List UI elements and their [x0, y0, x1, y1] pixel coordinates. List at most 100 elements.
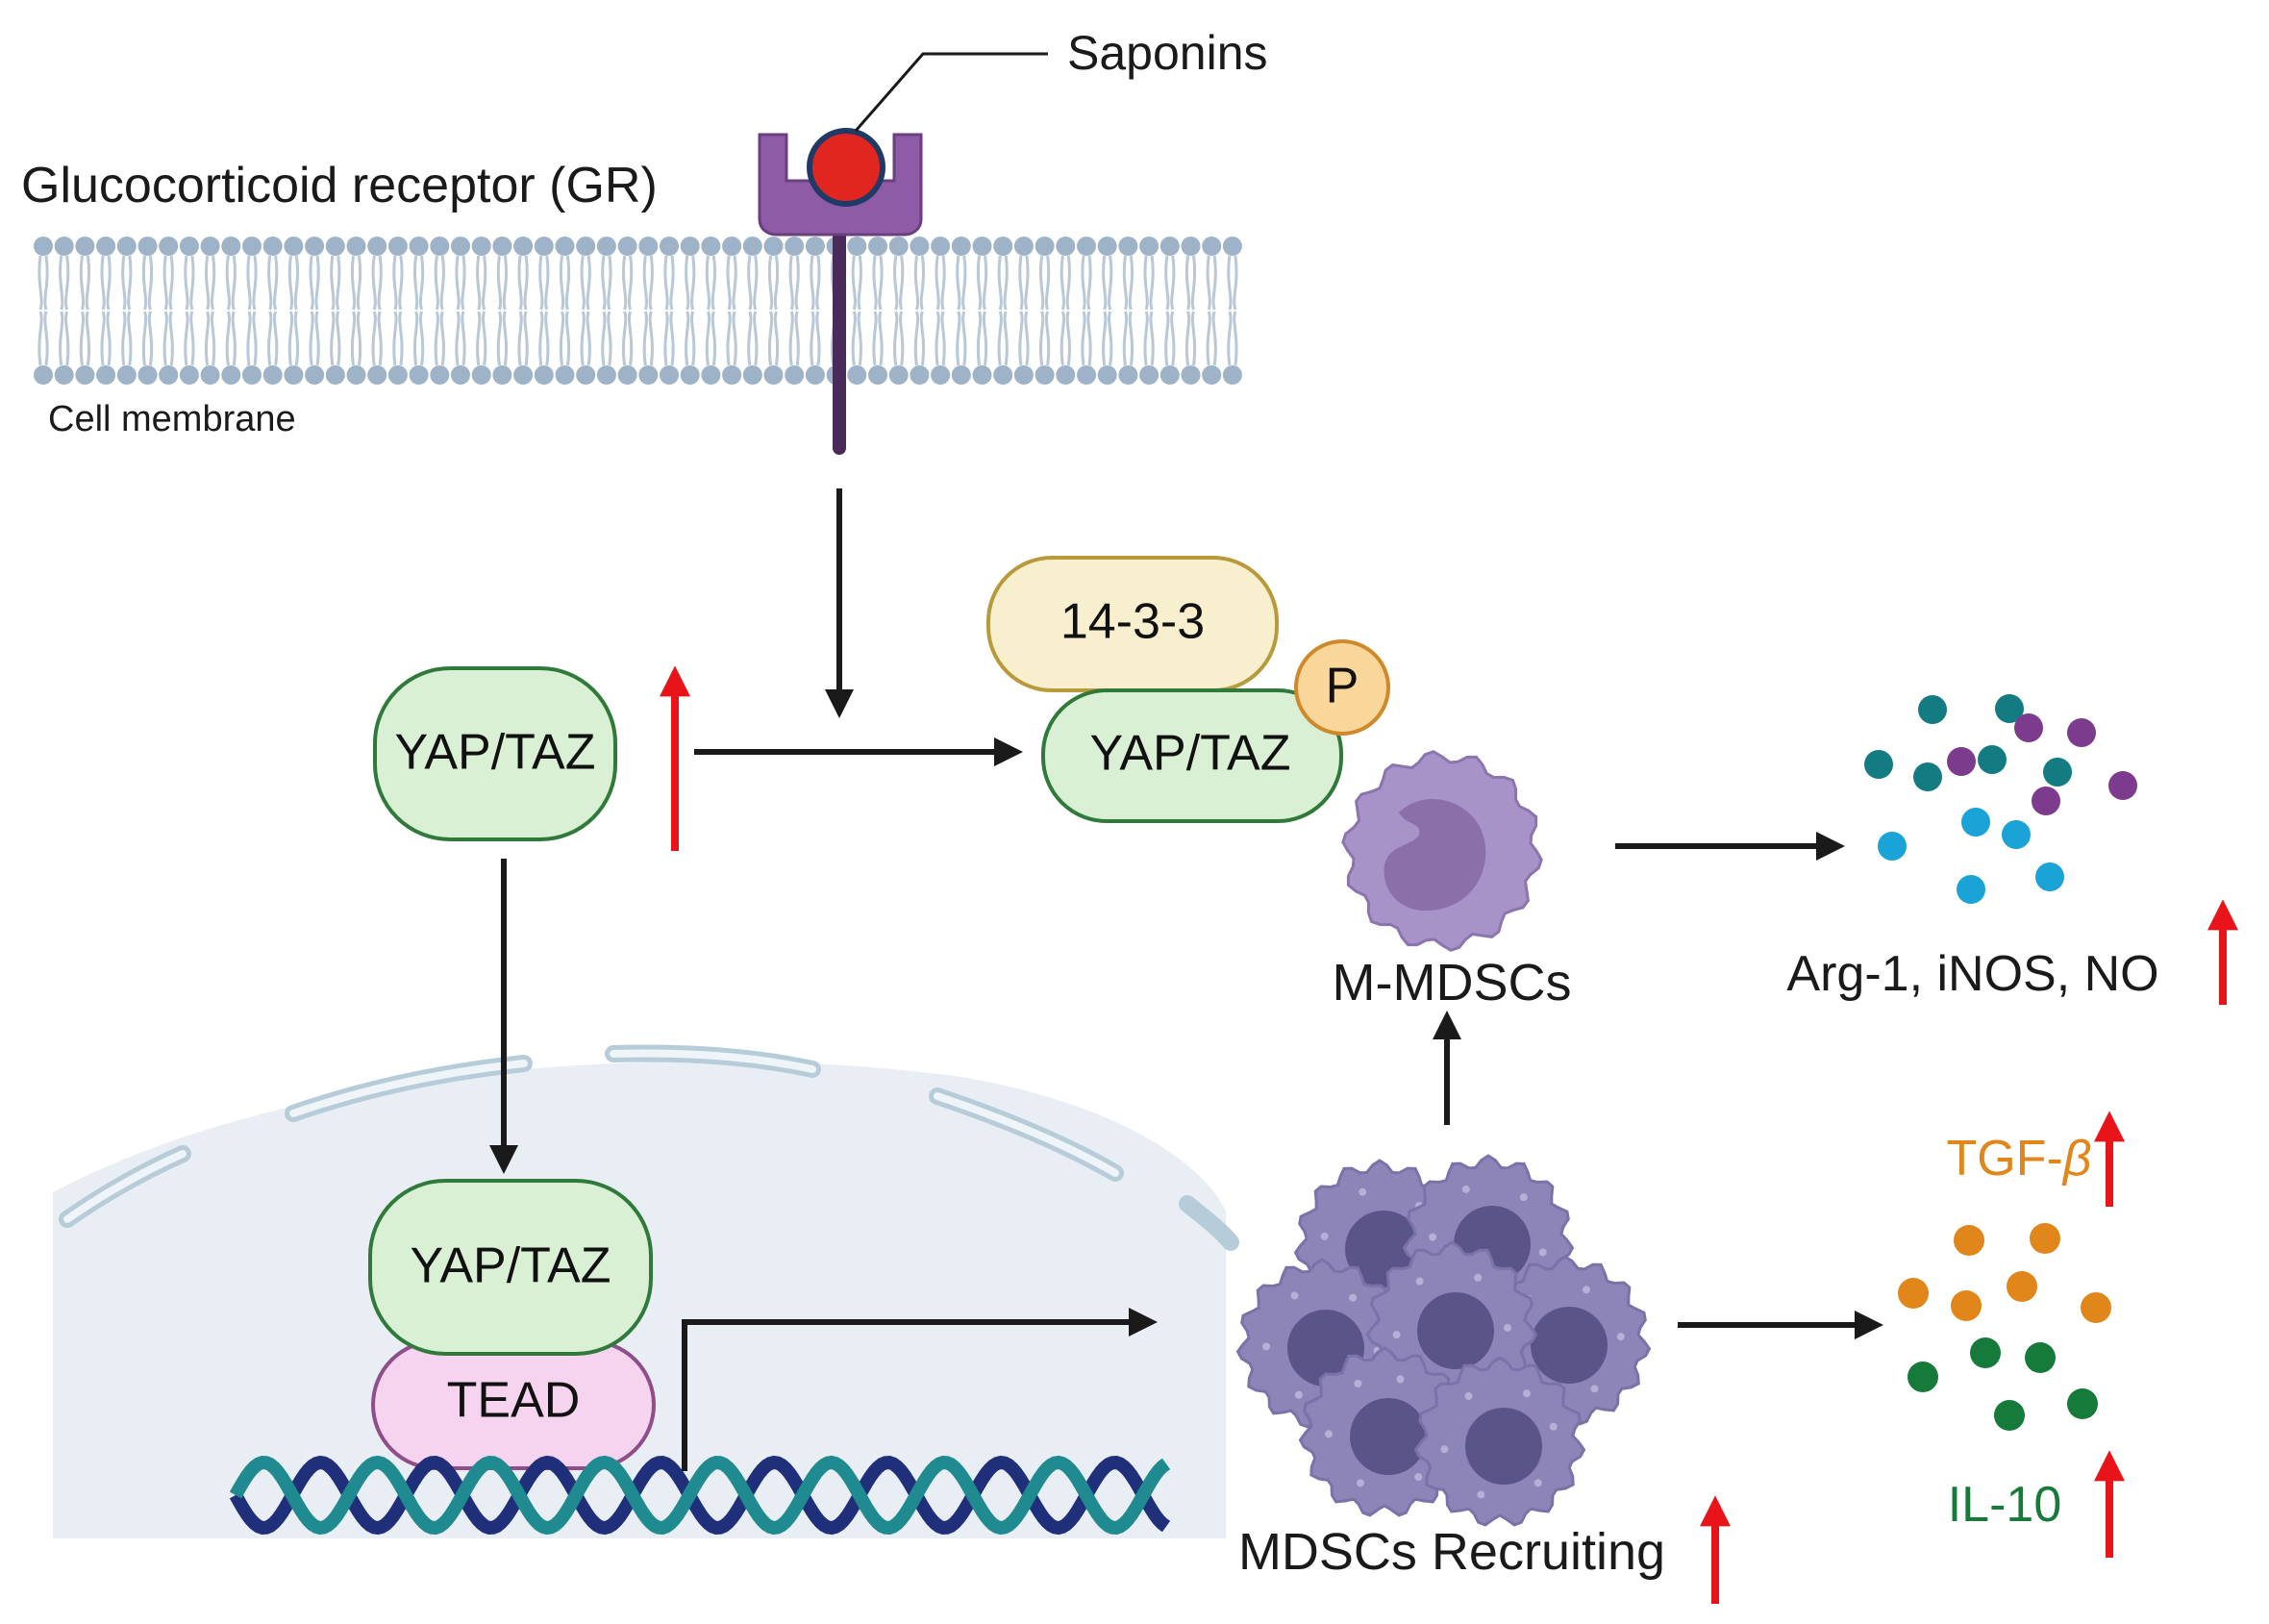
lipid-tail — [1102, 311, 1113, 366]
molecule-dot — [1918, 695, 1947, 724]
lipid-tail — [1081, 255, 1092, 311]
membrane-label: Cell membrane — [48, 399, 296, 439]
lipid-head — [868, 237, 887, 256]
lipid-head — [1056, 237, 1076, 256]
lipid-tail — [37, 311, 49, 366]
lipid-tail — [246, 255, 258, 311]
lipid-tail — [476, 255, 487, 311]
lipid-head — [284, 237, 304, 256]
pathway-arrows — [489, 488, 1883, 1471]
lipid-head — [513, 237, 534, 256]
yap-taz-phosphorylated: YAP/TAZ — [1041, 688, 1343, 823]
mdsc-granule — [1429, 1233, 1437, 1241]
lipid-tail — [538, 255, 550, 311]
lipid-head — [305, 365, 325, 385]
lipid-tail — [997, 255, 1009, 311]
lipid-head — [34, 237, 53, 256]
cell-membrane — [34, 237, 1242, 385]
lipid-tail — [141, 311, 154, 366]
molecule-dot — [1947, 747, 1976, 776]
mdsc-granule — [1290, 1291, 1299, 1300]
lipid-tail — [141, 255, 154, 311]
ligand-label: Saponins — [1067, 26, 1268, 80]
molecule-dot — [1978, 745, 2007, 774]
lipid-head — [1118, 365, 1138, 385]
lipid-head — [931, 365, 951, 385]
mdsc-recruit-label: MDSCs Recruiting — [1238, 1523, 1665, 1581]
lipid-head — [972, 365, 992, 385]
lipid-head — [54, 365, 74, 385]
lipid-tail — [976, 255, 988, 311]
lipid-head — [159, 237, 179, 256]
lipid-tail — [225, 255, 237, 311]
tgf-prefix: TGF- — [1946, 1131, 2062, 1187]
mdsc-cluster-icon — [1235, 1154, 1652, 1527]
molecule-dot — [1954, 1225, 1984, 1256]
mdsc-granule — [1320, 1232, 1329, 1240]
lipid-head — [576, 365, 596, 385]
lipid-head — [1013, 237, 1034, 256]
lipid-tail — [517, 311, 529, 366]
lipid-head — [409, 365, 429, 385]
mdsc-granule — [1477, 1490, 1485, 1499]
lipid-tail — [121, 311, 133, 366]
mdsc-granule — [1549, 1422, 1558, 1431]
mdsc-granule — [1474, 1273, 1483, 1282]
molecule-dot — [1995, 694, 2024, 723]
lipid-head — [492, 365, 512, 385]
lipid-head — [680, 237, 700, 256]
lipid-tail — [100, 255, 112, 311]
molecule-dot — [2032, 787, 2060, 815]
lipid-head — [742, 365, 762, 385]
lipid-head — [1035, 365, 1055, 385]
svg-text:14-3-3: 14-3-3 — [1060, 594, 1205, 650]
lipid-head — [1222, 237, 1242, 256]
lipid-tail — [1164, 311, 1176, 366]
lipid-head — [701, 237, 721, 256]
lipid-tail — [913, 255, 926, 311]
lipid-head — [1077, 237, 1096, 256]
molecule-dot — [2108, 771, 2137, 800]
molecule-dot — [2067, 718, 2096, 747]
arg-inos-no-label: Arg-1, iNOS, NO — [1786, 946, 2158, 1002]
mdsc-granule — [1523, 1389, 1532, 1398]
lipid-head — [888, 365, 909, 385]
lipid-tail — [601, 311, 612, 366]
lipid-tail — [705, 311, 717, 366]
lipid-tail — [893, 255, 905, 311]
lipid-tail — [496, 311, 509, 366]
molecule-dot — [1957, 875, 1985, 904]
lipid-tail — [412, 255, 425, 311]
lipid-tail — [726, 311, 737, 366]
lipid-head — [367, 237, 387, 256]
lipid-head — [262, 237, 283, 256]
lipid-head — [492, 237, 512, 256]
lipid-head — [367, 365, 387, 385]
lipid-tail — [642, 255, 654, 311]
mdsc-granule — [1359, 1187, 1367, 1196]
lipid-tail — [559, 311, 571, 366]
mdsc-nucleus — [1417, 1292, 1494, 1369]
lipid-head — [471, 365, 491, 385]
lipid-head — [451, 237, 470, 256]
lipid-head — [993, 365, 1013, 385]
mdsc-granule — [1349, 1293, 1358, 1302]
lipid-tail — [997, 311, 1009, 366]
lipid-head — [1035, 237, 1055, 256]
lipid-head — [159, 365, 179, 385]
mdsc-granule — [1414, 1473, 1423, 1482]
lipid-tail — [37, 255, 49, 311]
lipid-head — [701, 365, 721, 385]
molecule-dot — [1994, 1400, 2025, 1431]
lipid-tail — [1060, 311, 1071, 366]
m-mdsc-cell-icon — [1341, 750, 1543, 952]
lipid-head — [1139, 365, 1159, 385]
svg-text:YAP/TAZ: YAP/TAZ — [1090, 726, 1291, 782]
lipid-head — [387, 365, 408, 385]
lipid-head — [451, 365, 470, 385]
lipid-head — [179, 237, 199, 256]
mdsc-granule — [1440, 1445, 1449, 1454]
molecule-dot — [2025, 1342, 2056, 1373]
lipid-tail — [59, 311, 70, 366]
lipid-tail — [225, 311, 237, 366]
